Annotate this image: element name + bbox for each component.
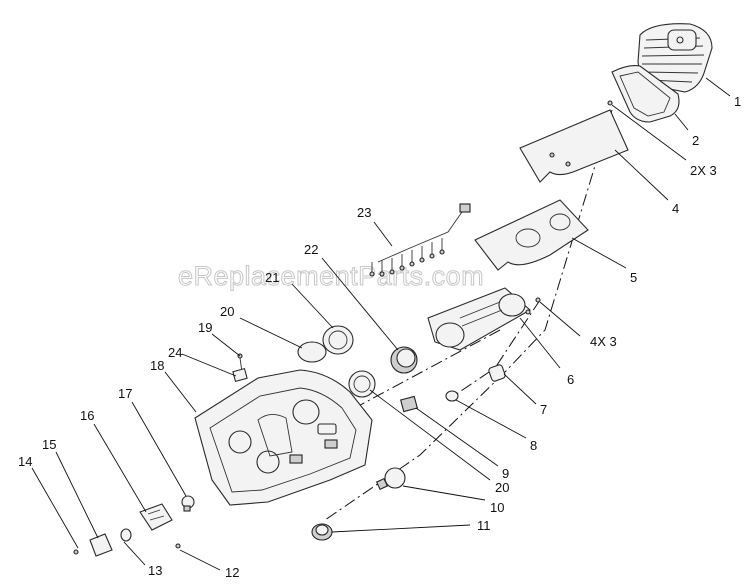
part-lens-cap	[120, 528, 132, 542]
callout-1: 1	[734, 94, 741, 109]
part-nut	[445, 390, 459, 402]
callout-13: 11	[477, 518, 491, 533]
part-pin	[73, 549, 79, 555]
part-socket	[311, 523, 333, 541]
callout-19: 17	[118, 386, 132, 401]
part-wiring-harness	[369, 203, 471, 277]
callout-2: 2	[692, 133, 699, 148]
callout-3: 2X 3	[690, 163, 717, 178]
part-gauge	[390, 346, 418, 374]
part-bracket	[89, 533, 113, 557]
callout-9: 8	[530, 438, 537, 453]
callout-22: 19	[198, 320, 212, 335]
screw-set	[525, 297, 541, 315]
part-lens-lower	[348, 370, 376, 398]
callout-7: 6	[567, 372, 574, 387]
callout-4: 4	[672, 201, 679, 216]
part-decal	[474, 199, 589, 271]
part-instrument-bracket	[427, 287, 531, 351]
callout-8: 7	[540, 402, 547, 417]
callout-16: 14	[18, 454, 32, 469]
part-bulb	[375, 467, 406, 491]
part-clip	[232, 367, 248, 383]
watermark-text: eReplacementParts.com	[178, 261, 484, 291]
callout-25: 22	[304, 242, 318, 257]
callout-10: 9	[502, 466, 509, 481]
part-light-bulb	[181, 495, 195, 512]
part-switch	[400, 395, 418, 413]
callout-23: 20	[220, 304, 234, 319]
callout-14: 12	[225, 565, 239, 580]
part-gauge-ring	[322, 325, 354, 355]
part-label-plate	[519, 109, 629, 183]
part-gasket	[611, 65, 680, 123]
callout-11: 20	[495, 480, 509, 495]
callout-21: 24	[168, 345, 182, 360]
part-small-pin	[175, 543, 181, 549]
callout-labels: 1 2 2X 3 4 5 4X 3 6 7 8 9 20 10 11 12 13…	[18, 94, 741, 580]
part-dash-panel	[194, 369, 373, 506]
part-knob	[488, 364, 506, 382]
callout-5: 5	[630, 270, 637, 285]
part-lens-upper	[297, 341, 327, 363]
callout-6: 4X 3	[590, 334, 617, 349]
callout-15: 13	[148, 563, 162, 578]
callout-26: 23	[357, 205, 371, 220]
leader-lines	[31, 77, 731, 571]
callout-24: 21	[265, 270, 279, 285]
callout-18: 16	[80, 408, 94, 423]
callout-20: 18	[150, 358, 164, 373]
part-switch-block	[139, 503, 173, 531]
callout-17: 15	[42, 437, 56, 452]
callout-12: 10	[490, 500, 504, 515]
